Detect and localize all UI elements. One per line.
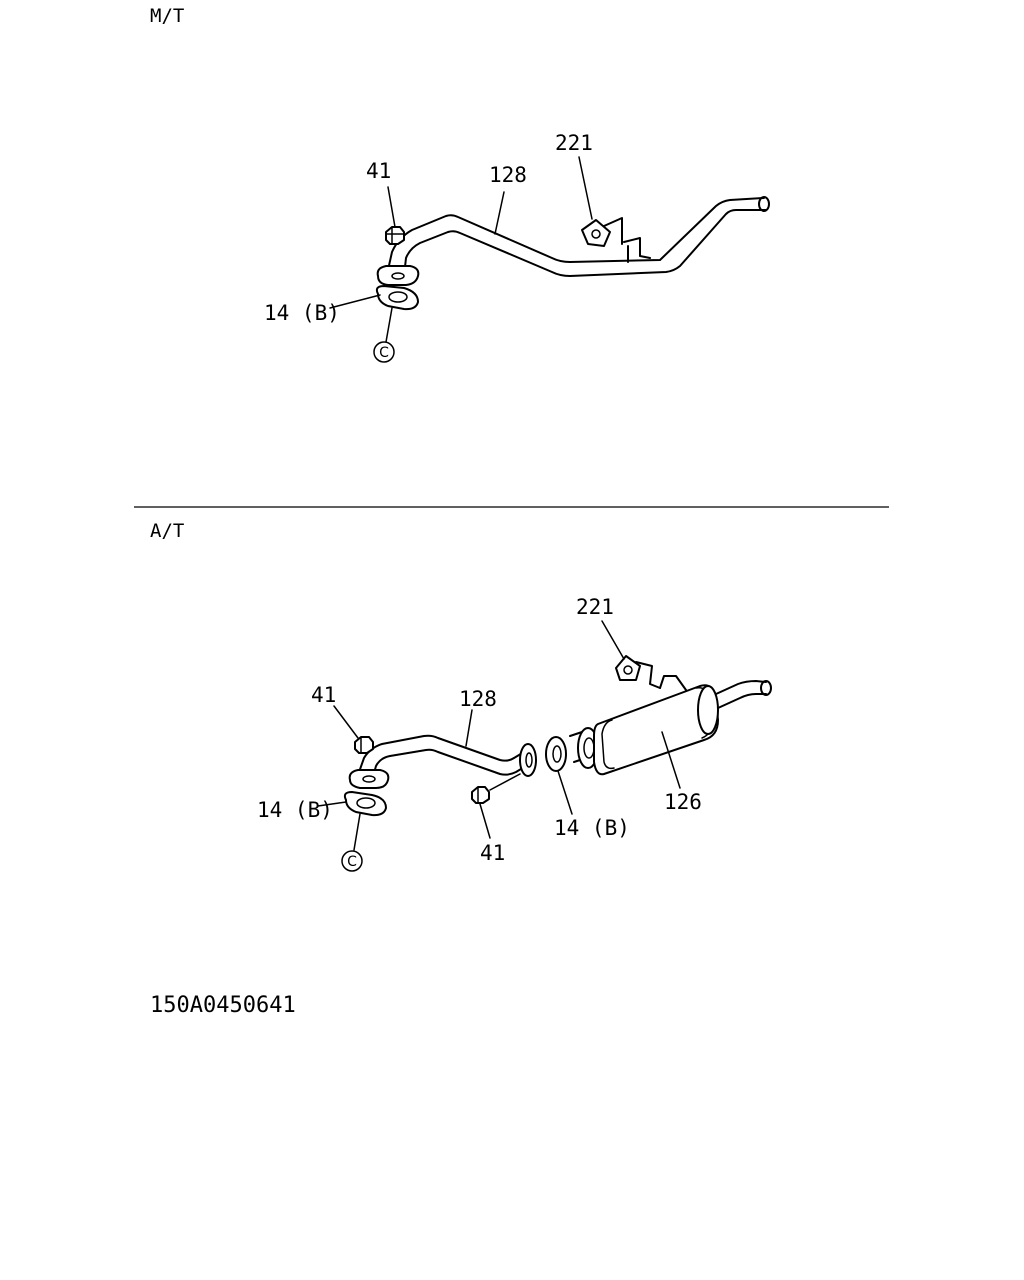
at-leader-14b-left [317,801,347,807]
at-section: A/T [150,520,772,872]
at-rubber-mount-221 [615,655,661,689]
mt-leader-128 [494,191,505,235]
at-label-41-upper: 41 [311,683,336,707]
at-nut-41-lower [471,786,490,804]
at-leader-41-lower [479,803,491,839]
mt-gasket-14b [375,285,419,311]
at-leader-126 [661,731,681,789]
mt-ref-letter: C [379,345,389,361]
at-leader-14b-mid [557,770,573,815]
mt-section: M/T [150,5,770,363]
mt-leader-ref [385,307,393,343]
at-label-126: 126 [664,790,702,814]
at-ref-letter: C [347,854,357,870]
at-section-title: A/T [150,520,184,542]
mt-leader-14b [329,294,381,309]
mt-rubber-mount-221 [581,217,623,247]
at-label-14b-left: 14 (B) [257,798,333,822]
at-nut-41-upper [354,736,374,754]
mt-exhaust-pipe-128 [376,196,770,286]
mt-label-14b: 14 (B) [264,301,340,325]
at-leader-ref [353,813,361,851]
at-gasket-14b-left [343,791,387,817]
at-exhaust-pipe-128 [348,734,537,789]
mt-nut-41 [385,226,405,245]
at-leader-128 [465,709,473,747]
at-leader-41-lower-pipe [489,773,521,791]
mt-section-title: M/T [150,5,184,27]
at-muffler-126 [569,675,772,776]
figure-code: 150A0450641 [150,993,296,1018]
mt-leader-221 [578,156,593,220]
mt-leader-41 [387,186,396,228]
at-label-221: 221 [576,595,614,619]
at-ref-circle [341,850,363,872]
at-label-128: 128 [459,687,497,711]
at-label-14b-mid: 14 (B) [554,816,630,840]
mt-ref-circle [373,341,395,363]
at-label-41-lower: 41 [480,841,505,865]
at-gasket-14b-mid [545,736,567,772]
mt-label-41: 41 [366,159,391,183]
at-leader-41-upper [333,705,359,739]
mt-label-221: 221 [555,131,593,155]
mt-label-128: 128 [489,163,527,187]
at-leader-221 [601,620,625,660]
